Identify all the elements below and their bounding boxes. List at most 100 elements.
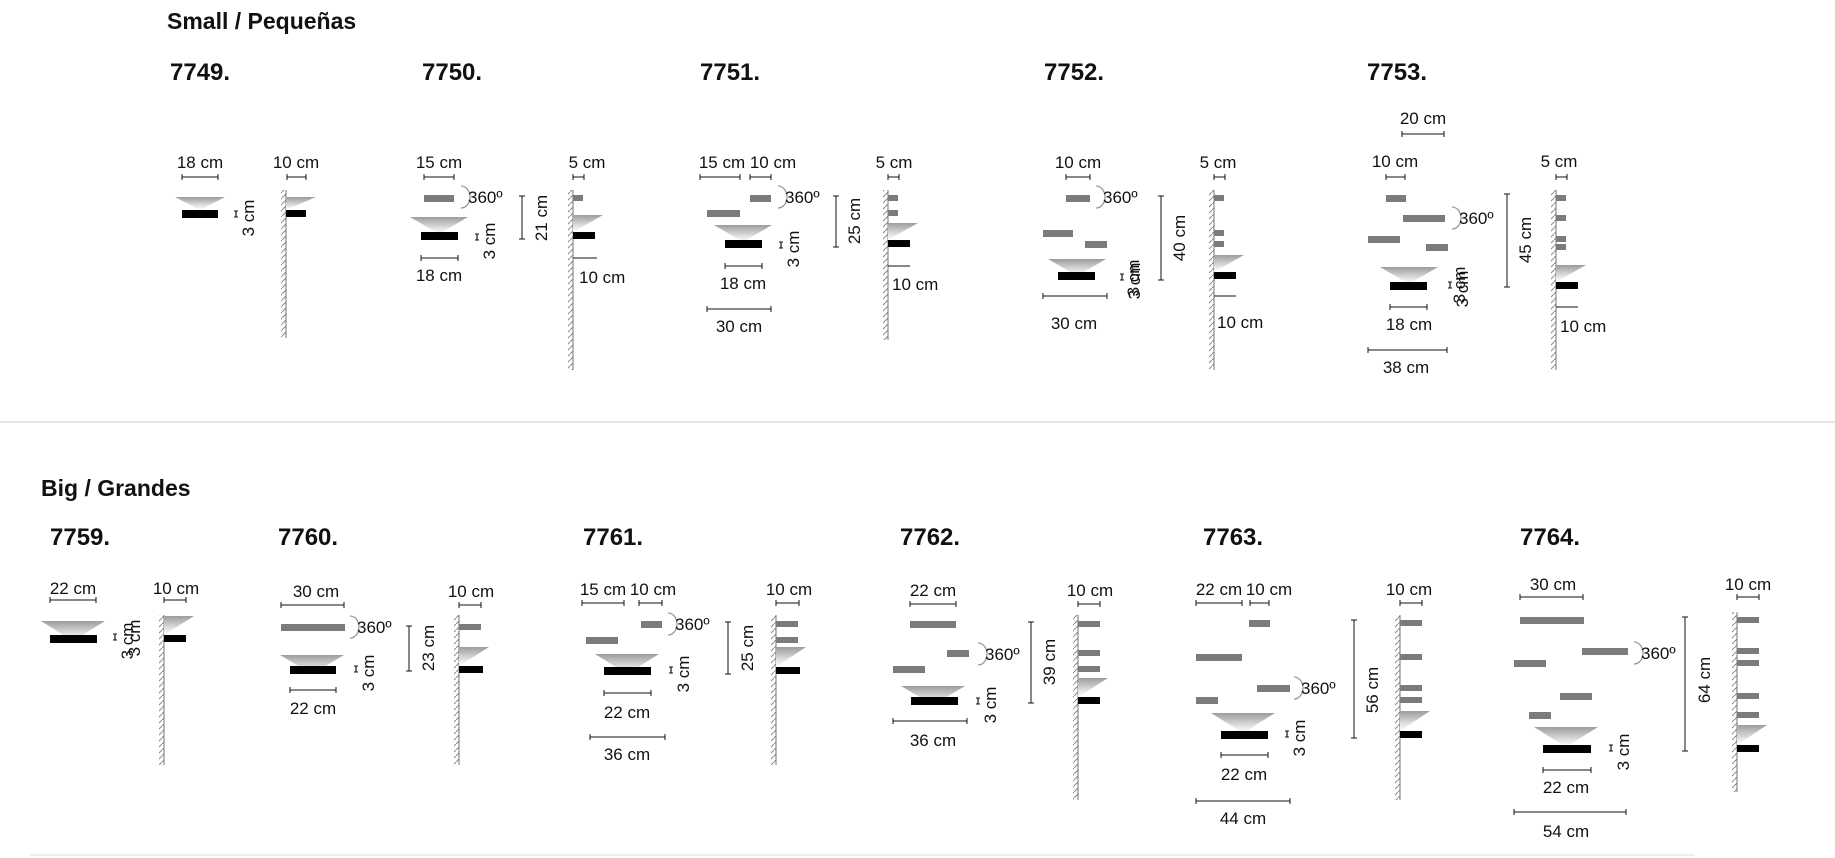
dimension-label: 10 cm bbox=[273, 153, 319, 172]
spacing-label: 3 cm bbox=[1453, 271, 1472, 308]
side-light-cone bbox=[164, 616, 194, 635]
base-shelf bbox=[421, 232, 458, 240]
spacing-label: 3 cm bbox=[674, 656, 693, 693]
shelf bbox=[1085, 241, 1107, 248]
dimension-label: 10 cm bbox=[1055, 153, 1101, 172]
side-light-cone bbox=[1400, 711, 1430, 731]
side-shelf bbox=[573, 195, 583, 201]
dimension-label: 10 cm bbox=[750, 153, 796, 172]
dimension-label: 10 cm bbox=[630, 580, 676, 599]
side-base-shelf bbox=[1400, 731, 1422, 738]
dimension-label: 22 cm bbox=[910, 581, 956, 600]
dimension-label: 54 cm bbox=[1543, 822, 1589, 841]
shelf bbox=[1249, 620, 1270, 627]
model-code: 7761. bbox=[583, 524, 643, 551]
side-light-cone bbox=[1737, 725, 1767, 745]
dimension-label: 10 cm bbox=[1386, 580, 1432, 599]
dimension-label: 44 cm bbox=[1220, 809, 1266, 828]
side-base-shelf bbox=[573, 232, 595, 239]
model-code: 7752. bbox=[1044, 59, 1104, 86]
spacing-label: 3 cm bbox=[1614, 734, 1633, 771]
rotation-arc bbox=[1095, 185, 1106, 209]
side-shelf bbox=[1737, 648, 1759, 654]
dimension-label: 5 cm bbox=[1541, 152, 1578, 171]
height-label: 40 cm bbox=[1170, 215, 1189, 261]
base-shelf bbox=[182, 210, 218, 218]
shelf bbox=[1426, 244, 1448, 251]
wall-hatch bbox=[771, 615, 776, 765]
base-shelf bbox=[725, 240, 762, 248]
rotation-arc bbox=[1633, 641, 1644, 665]
side-shelf bbox=[776, 621, 798, 627]
wall-offset-label: 10 cm bbox=[579, 268, 625, 287]
dimension-label: 15 cm bbox=[699, 153, 745, 172]
shelf bbox=[1196, 654, 1242, 661]
side-shelf bbox=[776, 637, 798, 643]
light-cone bbox=[714, 225, 772, 242]
shelf bbox=[1529, 712, 1551, 719]
light-cone bbox=[410, 217, 468, 234]
model-code: 7750. bbox=[422, 59, 482, 86]
shelf bbox=[1386, 195, 1406, 202]
side-light-cone bbox=[1078, 678, 1108, 697]
section-title-small: Small / Pequeñas bbox=[167, 8, 356, 34]
dimension-label: 18 cm bbox=[416, 266, 462, 285]
dimension-label: 22 cm bbox=[604, 703, 650, 722]
rotation-arc bbox=[977, 642, 988, 666]
rotation-label: 360º bbox=[675, 615, 710, 634]
spacing-label: 3 cm bbox=[784, 231, 803, 268]
wall-hatch bbox=[883, 190, 888, 340]
light-cone bbox=[41, 621, 105, 641]
model-code: 7749. bbox=[170, 59, 230, 86]
shelf bbox=[1043, 230, 1073, 237]
shelf bbox=[893, 666, 925, 673]
spacing-label: 3 cm bbox=[981, 687, 1000, 724]
dimension-label: 5 cm bbox=[569, 153, 606, 172]
model-code: 7759. bbox=[50, 524, 110, 551]
side-base-shelf bbox=[1214, 272, 1236, 279]
dimension-label: 30 cm bbox=[716, 317, 762, 336]
side-shelf bbox=[1556, 195, 1566, 201]
wall-hatch bbox=[568, 190, 573, 370]
dimension-label: 18 cm bbox=[720, 274, 766, 293]
rotation-arc bbox=[1451, 206, 1462, 230]
side-light-cone bbox=[1214, 255, 1244, 272]
side-shelf bbox=[1737, 712, 1759, 718]
side-light-cone bbox=[286, 197, 316, 210]
shelf bbox=[1257, 685, 1290, 692]
dimension-label: 5 cm bbox=[876, 153, 913, 172]
side-light-cone bbox=[776, 647, 806, 667]
dimension-label: 10 cm bbox=[448, 582, 494, 601]
spacing-label: 3 cm bbox=[1125, 263, 1144, 300]
wall-hatch bbox=[281, 190, 286, 338]
rotation-arc bbox=[1293, 676, 1304, 700]
side-shelf bbox=[1556, 244, 1566, 250]
side-base-shelf bbox=[1078, 697, 1100, 704]
model-code: 7751. bbox=[700, 59, 760, 86]
dimension-label: 22 cm bbox=[50, 579, 96, 598]
dimension-label: 30 cm bbox=[293, 582, 339, 601]
side-shelf bbox=[888, 195, 898, 201]
side-shelf bbox=[1737, 693, 1759, 699]
side-shelf bbox=[1078, 666, 1100, 672]
rotation-arc bbox=[667, 612, 678, 636]
model-code: 7764. bbox=[1520, 524, 1580, 551]
side-shelf bbox=[888, 210, 898, 216]
spacing-label: 3 cm bbox=[1450, 267, 1469, 304]
side-shelf bbox=[1214, 195, 1224, 201]
dimension-label: 10 cm bbox=[153, 579, 199, 598]
spacing-label: 3 cm bbox=[1290, 720, 1309, 757]
shelf bbox=[1196, 697, 1218, 704]
side-light-cone bbox=[459, 647, 489, 666]
height-label: 23 cm bbox=[419, 625, 438, 671]
rotation-arc bbox=[349, 615, 360, 639]
side-shelf bbox=[1400, 697, 1422, 703]
spacing-label: 3 cm bbox=[118, 623, 137, 660]
side-shelf bbox=[1556, 215, 1566, 221]
wall-hatch bbox=[159, 615, 164, 765]
side-shelf bbox=[1078, 650, 1100, 656]
light-cone bbox=[1380, 267, 1438, 284]
side-base-shelf bbox=[286, 210, 306, 217]
shelf bbox=[1066, 195, 1090, 202]
side-light-cone bbox=[1556, 265, 1586, 282]
